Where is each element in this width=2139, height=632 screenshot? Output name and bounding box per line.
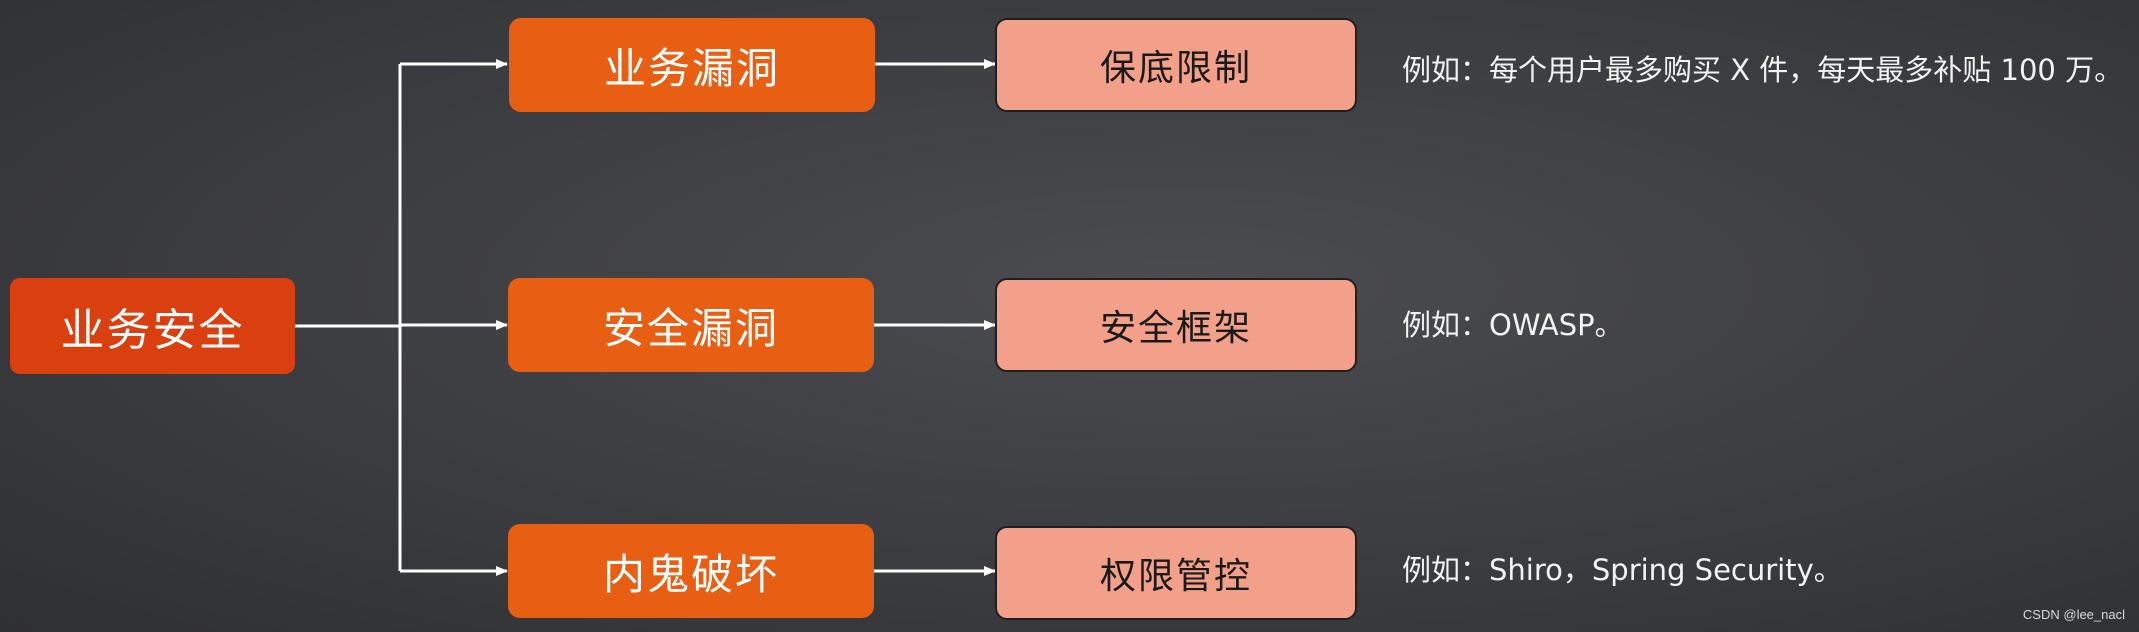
solution-label: 权限管控 [1099, 556, 1252, 597]
example-text: 例如：每个用户最多购买 X 件，每天最多补贴 100 万。 [1402, 53, 2124, 87]
category-label: 内鬼破坏 [602, 549, 779, 599]
example-text: 例如：OWASP。 [1402, 308, 1624, 342]
solution-node-access-control: 权限管控 [995, 526, 1357, 620]
category-node-security-vulnerability: 安全漏洞 [508, 278, 874, 372]
root-node-label: 业务安全 [60, 305, 245, 356]
root-node: 业务安全 [10, 278, 295, 374]
watermark: CSDN @lee_nacl [2022, 607, 2125, 622]
solution-node-security-framework: 安全框架 [995, 278, 1357, 372]
category-node-business-vulnerability: 业务漏洞 [509, 18, 875, 112]
solution-label: 保底限制 [1099, 48, 1252, 89]
category-label: 业务漏洞 [603, 43, 780, 93]
solution-label: 安全框架 [1099, 308, 1252, 349]
solution-node-baseline-limits: 保底限制 [995, 18, 1357, 112]
example-text: 例如：Shiro，Spring Security。 [1402, 553, 1843, 587]
category-label: 安全漏洞 [602, 303, 779, 353]
category-node-insider-sabotage: 内鬼破坏 [508, 524, 874, 618]
